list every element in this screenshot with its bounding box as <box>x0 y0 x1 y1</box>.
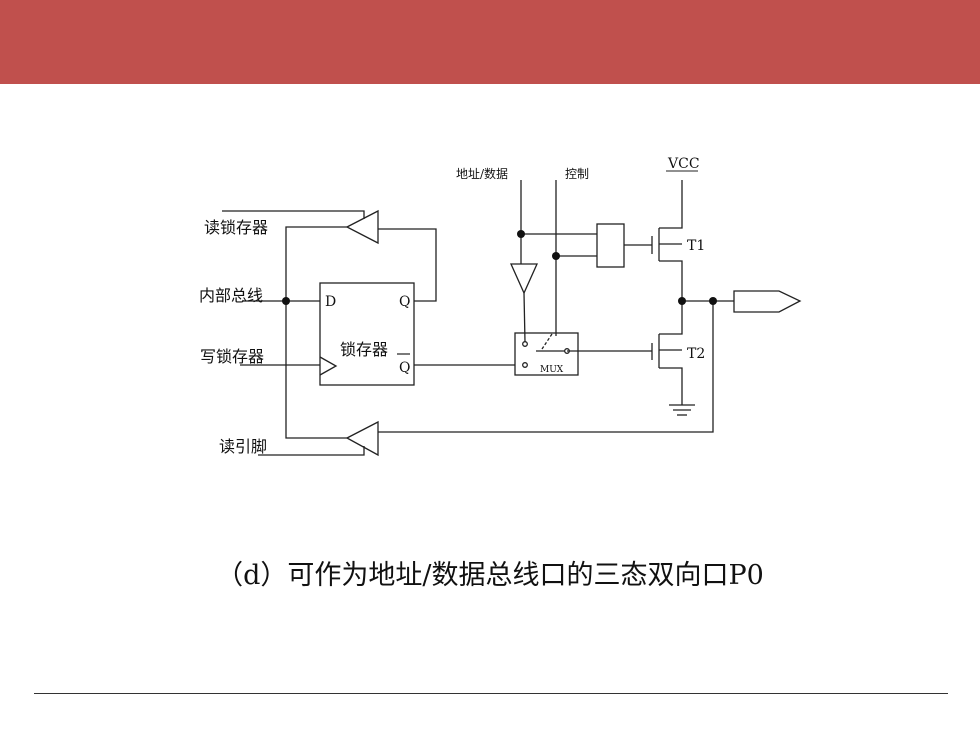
latch-box <box>319 282 415 386</box>
p0-port-circuit-diagram: 读锁存器 内部总线 写锁存器 读引脚 锁存器 D Q Q 地址/数据 控制 VC… <box>199 156 802 457</box>
label-vcc: VCC <box>667 156 700 172</box>
label-internal-bus: 内部总线 <box>199 286 263 305</box>
figure-caption: （d）可作为地址/数据总线口的三态双向口P0 <box>216 560 764 591</box>
label-latch: 锁存器 <box>340 340 388 359</box>
label-addr-data: 地址/数据 <box>456 166 508 181</box>
label-pin-d: D <box>325 294 336 310</box>
inverter <box>509 263 539 295</box>
label-pin-qbar: Q <box>399 360 410 376</box>
read-pin-buffer <box>345 420 379 457</box>
label-t2: T2 <box>687 346 705 362</box>
and-gate <box>596 223 625 268</box>
label-t1: T1 <box>687 238 705 254</box>
label-read-pin: 读引脚 <box>219 437 267 456</box>
clock-mark <box>319 356 338 376</box>
read-latch-buffer <box>345 209 379 245</box>
label-write-latch: 写锁存器 <box>200 347 264 366</box>
title-bar <box>0 0 980 84</box>
label-control: 控制 <box>565 167 589 181</box>
bottom-divider <box>34 693 948 694</box>
label-pin-q: Q <box>399 294 410 310</box>
label-read-latch: 读锁存器 <box>204 218 268 237</box>
label-mux: MUX <box>540 365 564 375</box>
output-pin <box>733 290 802 313</box>
mux-box <box>514 332 579 376</box>
